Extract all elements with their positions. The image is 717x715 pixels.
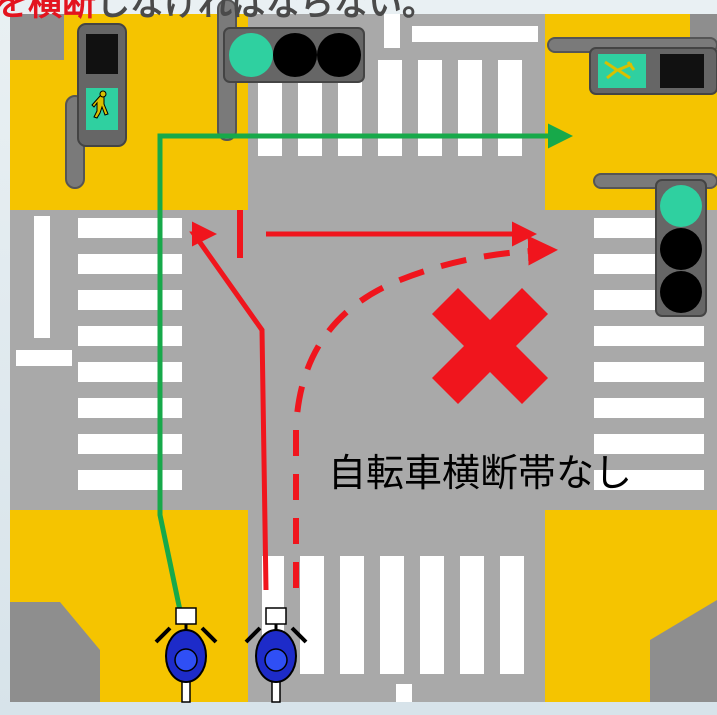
sidewalk-bottom-right: [650, 600, 717, 702]
heading-emphasis: を横断: [0, 0, 96, 24]
page-heading: を横断しなければならない。: [0, 0, 436, 24]
pedestrian-signal-icon: [65, 23, 127, 189]
cyclist-icon: [244, 607, 308, 703]
forbidden-direct-turn-arrow: [293, 235, 558, 588]
sidewalk-bottom-left: [10, 602, 100, 702]
no-crossing-zone-label: 自転車横断帯なし: [328, 451, 633, 495]
bicycle-pedestrian-signal-icon: [547, 37, 717, 95]
heading-rest: しなければならない。: [96, 0, 436, 24]
crosswalk-left: [16, 216, 182, 490]
crosswalk-bottom: [262, 556, 524, 702]
cyclist-icon: [154, 607, 218, 703]
sidewalk-top-left: [10, 14, 64, 60]
allowed-route-arrow: [157, 123, 573, 621]
vehicle-signal-icon: [217, 0, 365, 141]
two-stage-route-arrow: [189, 221, 269, 591]
cross-mark-icon: [432, 288, 548, 404]
vehicle-signal-icon: [593, 173, 717, 317]
